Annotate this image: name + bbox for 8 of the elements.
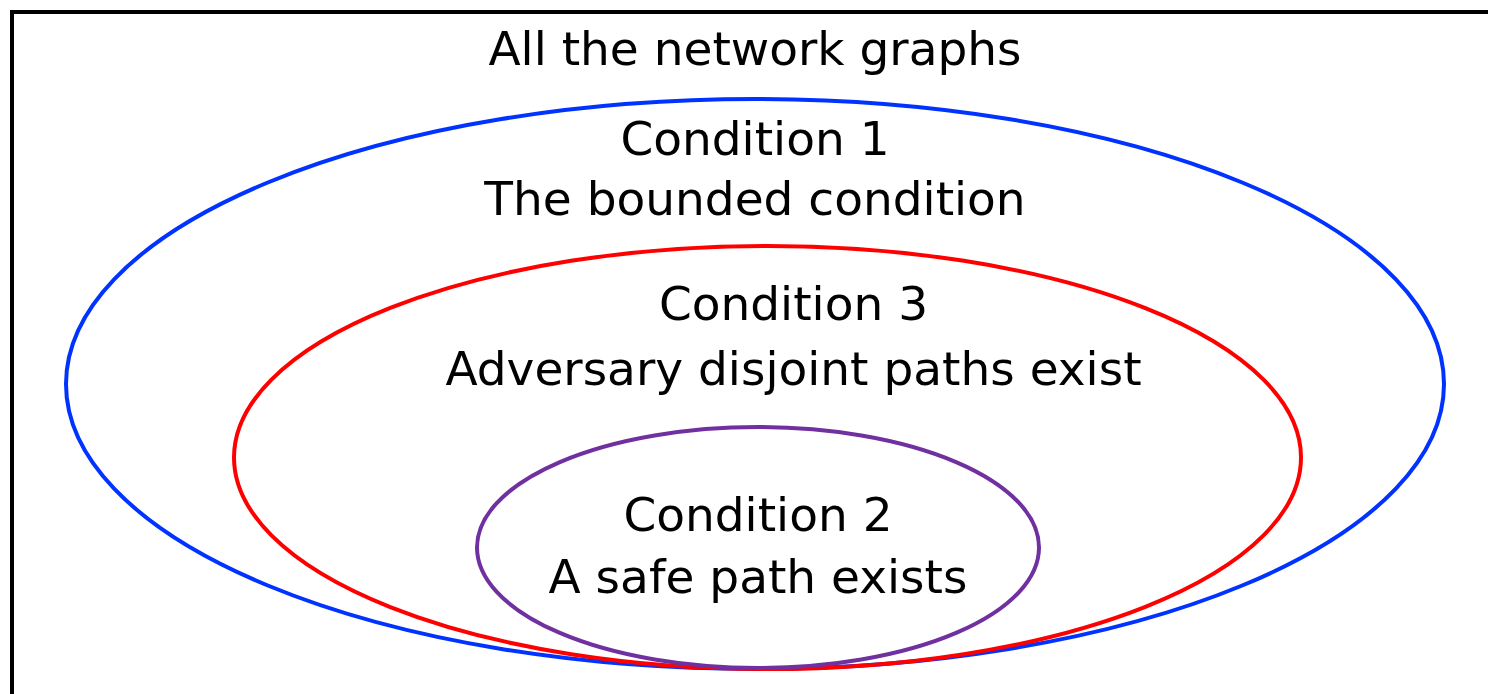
set-title: Condition 3 <box>657 275 930 333</box>
outer-box <box>10 10 1488 694</box>
set-description: A safe path exists <box>547 548 969 606</box>
set-description: Adversary disjoint paths exist <box>444 340 1143 398</box>
set-title: Condition 2 <box>622 486 894 544</box>
set-title: Condition 1 <box>619 110 891 168</box>
set-description: The bounded condition <box>483 170 1027 228</box>
set-title: All the network graphs <box>487 20 1023 78</box>
